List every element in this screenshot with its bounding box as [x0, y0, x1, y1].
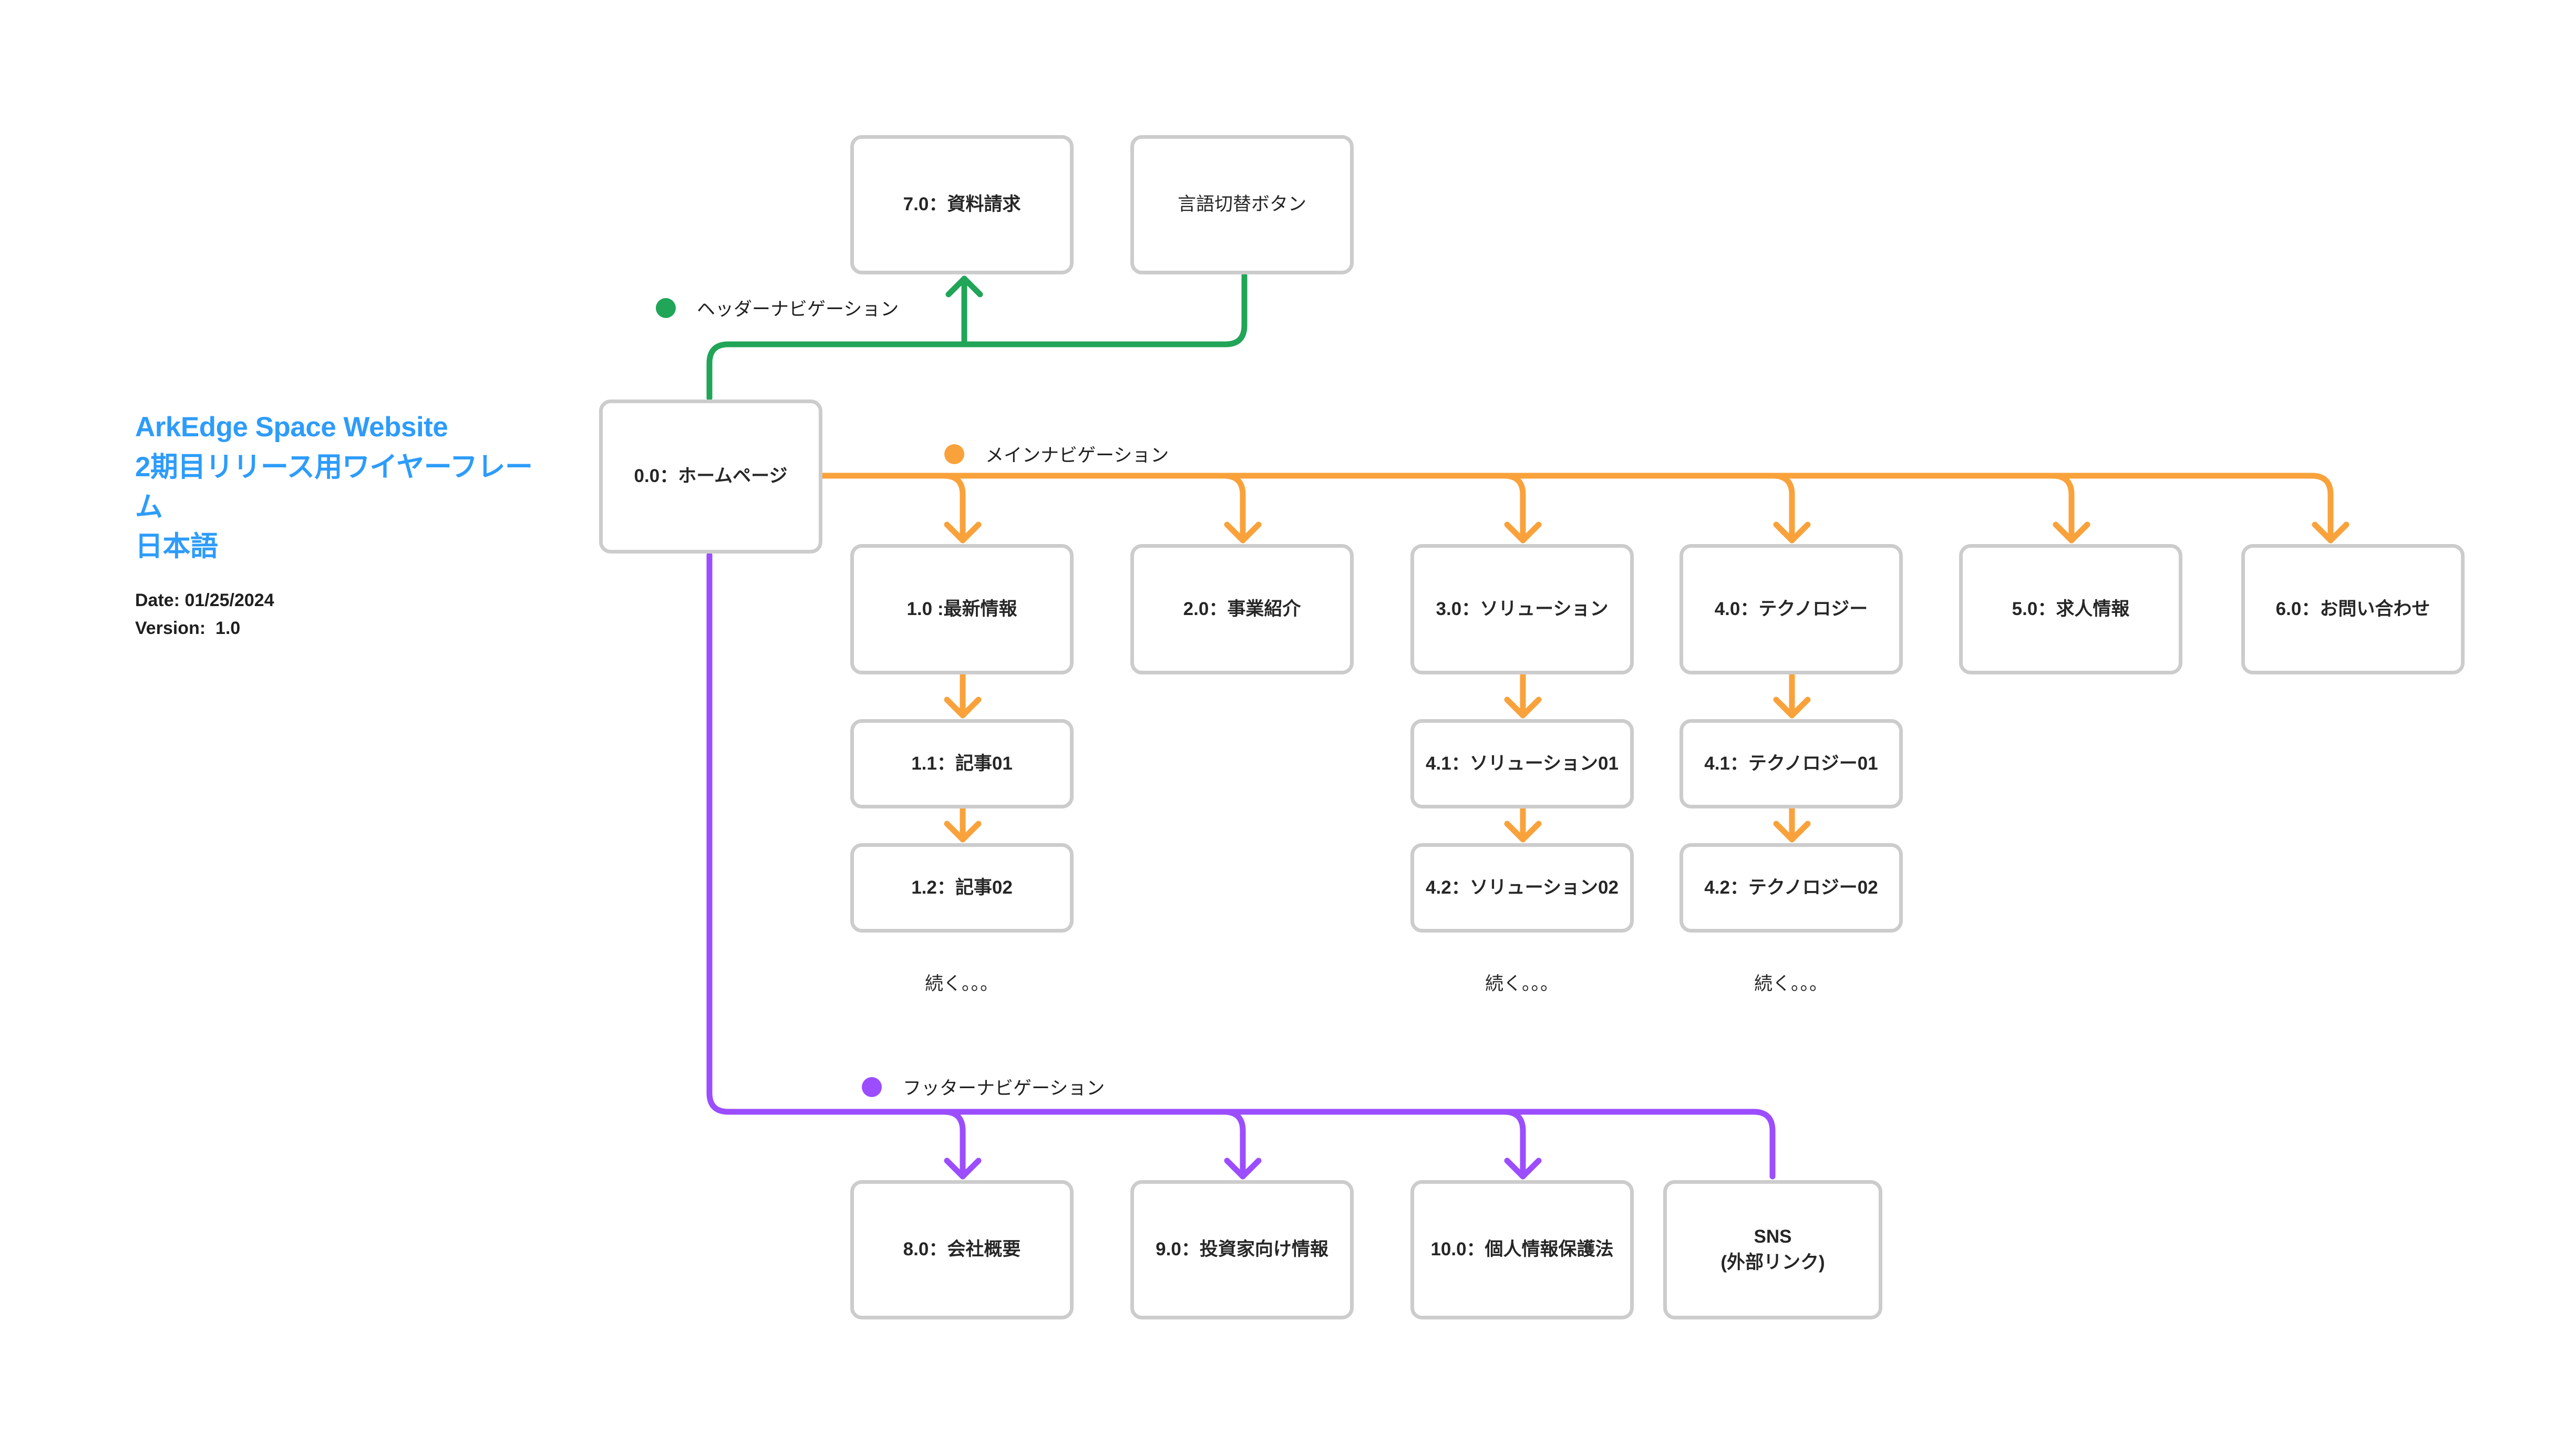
sitemap-node-sns[interactable]: SNS (外部リンク) — [1663, 1180, 1882, 1319]
sitemap-node-tech-02[interactable]: 4.2：テクノロジー02 — [1679, 843, 1903, 933]
arrowhead-to-8-0 — [944, 1158, 982, 1180]
arrowhead-to-3-0 — [1504, 521, 1542, 544]
sitemap-node-2-0[interactable]: 2.0：事業紹介 — [1130, 544, 1354, 674]
sitemap-node-1-2[interactable]: 1.2：記事02 — [850, 843, 1074, 933]
arrowhead-to-7-0 — [945, 275, 983, 298]
node-label: SNS (外部リンク) — [1720, 1226, 1825, 1273]
node-label: 4.1：テクノロジー01 — [1704, 753, 1878, 774]
legend-main-nav: メインナビゲーション — [944, 441, 1169, 467]
arrowhead-to-2-0 — [1224, 521, 1262, 544]
legend-footer-nav: フッターナビゲーション — [862, 1073, 1105, 1100]
node-label: 3.0：ソリューション — [1436, 598, 1609, 619]
main-nav-trunk — [819, 473, 2334, 544]
node-label: 10.0：個人情報保護法 — [1430, 1239, 1614, 1260]
header-nav-trunk — [706, 272, 1248, 401]
main-nav-branch-to-3-0 — [1501, 473, 1526, 544]
sitemap-node-3-0[interactable]: 3.0：ソリューション — [1410, 544, 1634, 674]
document-date: Date: 01/25/2024 — [135, 590, 274, 611]
sitemap-node-7-0[interactable]: 7.0：資料請求 — [850, 135, 1074, 274]
node-label: 1.1：記事01 — [911, 753, 1013, 774]
arrowhead-to-10-0 — [1504, 1158, 1542, 1180]
legend-dot-icon — [862, 1077, 882, 1097]
node-label: 4.2：ソリューション02 — [1426, 877, 1619, 898]
node-label: 2.0：事業紹介 — [1183, 598, 1301, 619]
arrowhead-to-5-0 — [2053, 521, 2090, 544]
sitemap-node-sol-01[interactable]: 4.1：ソリューション01 — [1410, 719, 1634, 808]
sitemap-node-5-0[interactable]: 5.0：求人情報 — [1959, 544, 2182, 674]
continues-caption: 続く。。。 — [1485, 974, 1559, 994]
document-meta: Date: 01/25/2024 Version: 1.0 — [135, 587, 555, 642]
legend-dot-icon — [944, 444, 964, 464]
sitemap-node-10-0[interactable]: 10.0：個人情報保護法 — [1410, 1180, 1634, 1319]
main-nav-branch-to-5-0 — [2049, 473, 2075, 544]
node-label: 5.0：求人情報 — [2012, 598, 2130, 619]
arrowhead-to-6-0 — [2312, 521, 2350, 544]
sitemap-node-sol-02[interactable]: 4.2：ソリューション02 — [1410, 843, 1634, 933]
arrowhead-v-1-1-to-1-2 — [944, 821, 982, 843]
node-label: 6.0：お問い合わせ — [2275, 598, 2430, 619]
arrowhead-v-3-0-to-sol01 — [1504, 697, 1542, 719]
node-label: 4.2：テクノロジー02 — [1704, 877, 1878, 898]
sitemap-node-tech-01[interactable]: 4.1：テクノロジー01 — [1679, 719, 1903, 808]
document-version: Version: 1.0 — [135, 618, 241, 638]
node-label: 1.0 :最新情報 — [906, 598, 1017, 619]
sitemap-node-0-0[interactable]: 0.0：ホームページ — [599, 400, 822, 554]
legend-label: メインナビゲーション — [985, 445, 1169, 466]
legend-dot-icon — [656, 298, 676, 318]
arrowhead-v-tc01-to-02 — [1773, 821, 1811, 843]
sitemap-node-1-1[interactable]: 1.1：記事01 — [850, 719, 1074, 808]
footer-nav-branch-to-10-0 — [1501, 1109, 1526, 1180]
arrowhead-v-sol01-to-02 — [1504, 821, 1542, 843]
node-label: 言語切替ボタン — [1177, 194, 1306, 215]
sitemap-node-4-0[interactable]: 4.0：テクノロジー — [1679, 544, 1903, 674]
sitemap-node-1-0[interactable]: 1.0 :最新情報 — [850, 544, 1074, 674]
main-nav-branch-to-4-0 — [1770, 473, 1795, 544]
arrowhead-to-9-0 — [1224, 1158, 1262, 1180]
arrowhead-v-4-0-to-tc01 — [1773, 697, 1811, 719]
main-nav-branch-to-2-0 — [1221, 473, 1246, 544]
sitemap-node-9-0[interactable]: 9.0：投資家向け情報 — [1130, 1180, 1354, 1319]
continues-caption: 続く。。。 — [1754, 974, 1828, 994]
arrowhead-to-1-0 — [944, 521, 982, 544]
node-label: 4.0：テクノロジー — [1714, 598, 1868, 619]
document-title-block: ArkEdge Space Website 2期目リリース用ワイヤーフレーム 日… — [135, 407, 555, 642]
arrowhead-v-1-0-to-1-1 — [944, 697, 982, 719]
sitemap-node-lang[interactable]: 言語切替ボタン — [1130, 135, 1354, 274]
node-label: 9.0：投資家向け情報 — [1156, 1239, 1328, 1260]
main-nav-branch-to-1-0 — [941, 473, 966, 544]
sitemap-node-6-0[interactable]: 6.0：お問い合わせ — [2241, 544, 2465, 674]
continues-caption: 続く。。。 — [924, 974, 998, 994]
node-label: 0.0：ホームページ — [634, 466, 788, 487]
sitemap-node-8-0[interactable]: 8.0：会社概要 — [850, 1180, 1074, 1319]
page-title: ArkEdge Space Website 2期目リリース用ワイヤーフレーム 日… — [135, 412, 533, 562]
footer-nav-branch-to-9-0 — [1221, 1109, 1246, 1180]
node-label: 1.2：記事02 — [911, 877, 1013, 898]
node-label: 4.1：ソリューション01 — [1426, 753, 1619, 774]
footer-nav-branch-to-8-0 — [941, 1109, 966, 1180]
legend-label: ヘッダーナビゲーション — [697, 299, 899, 320]
node-label: 7.0：資料請求 — [903, 194, 1021, 215]
arrowhead-to-4-0 — [1773, 521, 1811, 544]
legend-header-nav: ヘッダーナビゲーション — [656, 294, 899, 321]
legend-label: フッターナビゲーション — [903, 1078, 1105, 1099]
node-label: 8.0：会社概要 — [903, 1239, 1021, 1260]
